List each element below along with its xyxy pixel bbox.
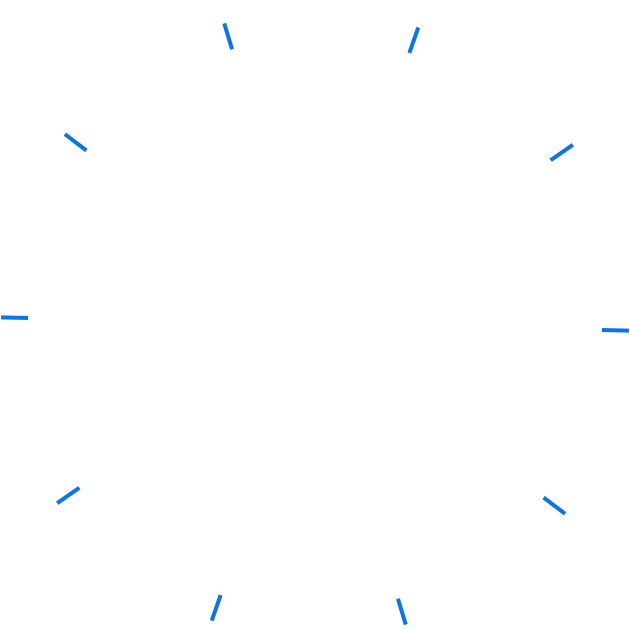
tick-mark <box>1 315 29 320</box>
tick-mark <box>549 143 574 162</box>
tick-mark <box>396 598 408 626</box>
tick-mark <box>601 328 629 333</box>
tick-mark <box>209 594 223 622</box>
tick-mark <box>542 495 567 516</box>
tick-mark <box>63 132 88 153</box>
tick-mark <box>222 22 234 50</box>
tick-mark <box>56 486 81 505</box>
tick-mark <box>407 26 421 54</box>
